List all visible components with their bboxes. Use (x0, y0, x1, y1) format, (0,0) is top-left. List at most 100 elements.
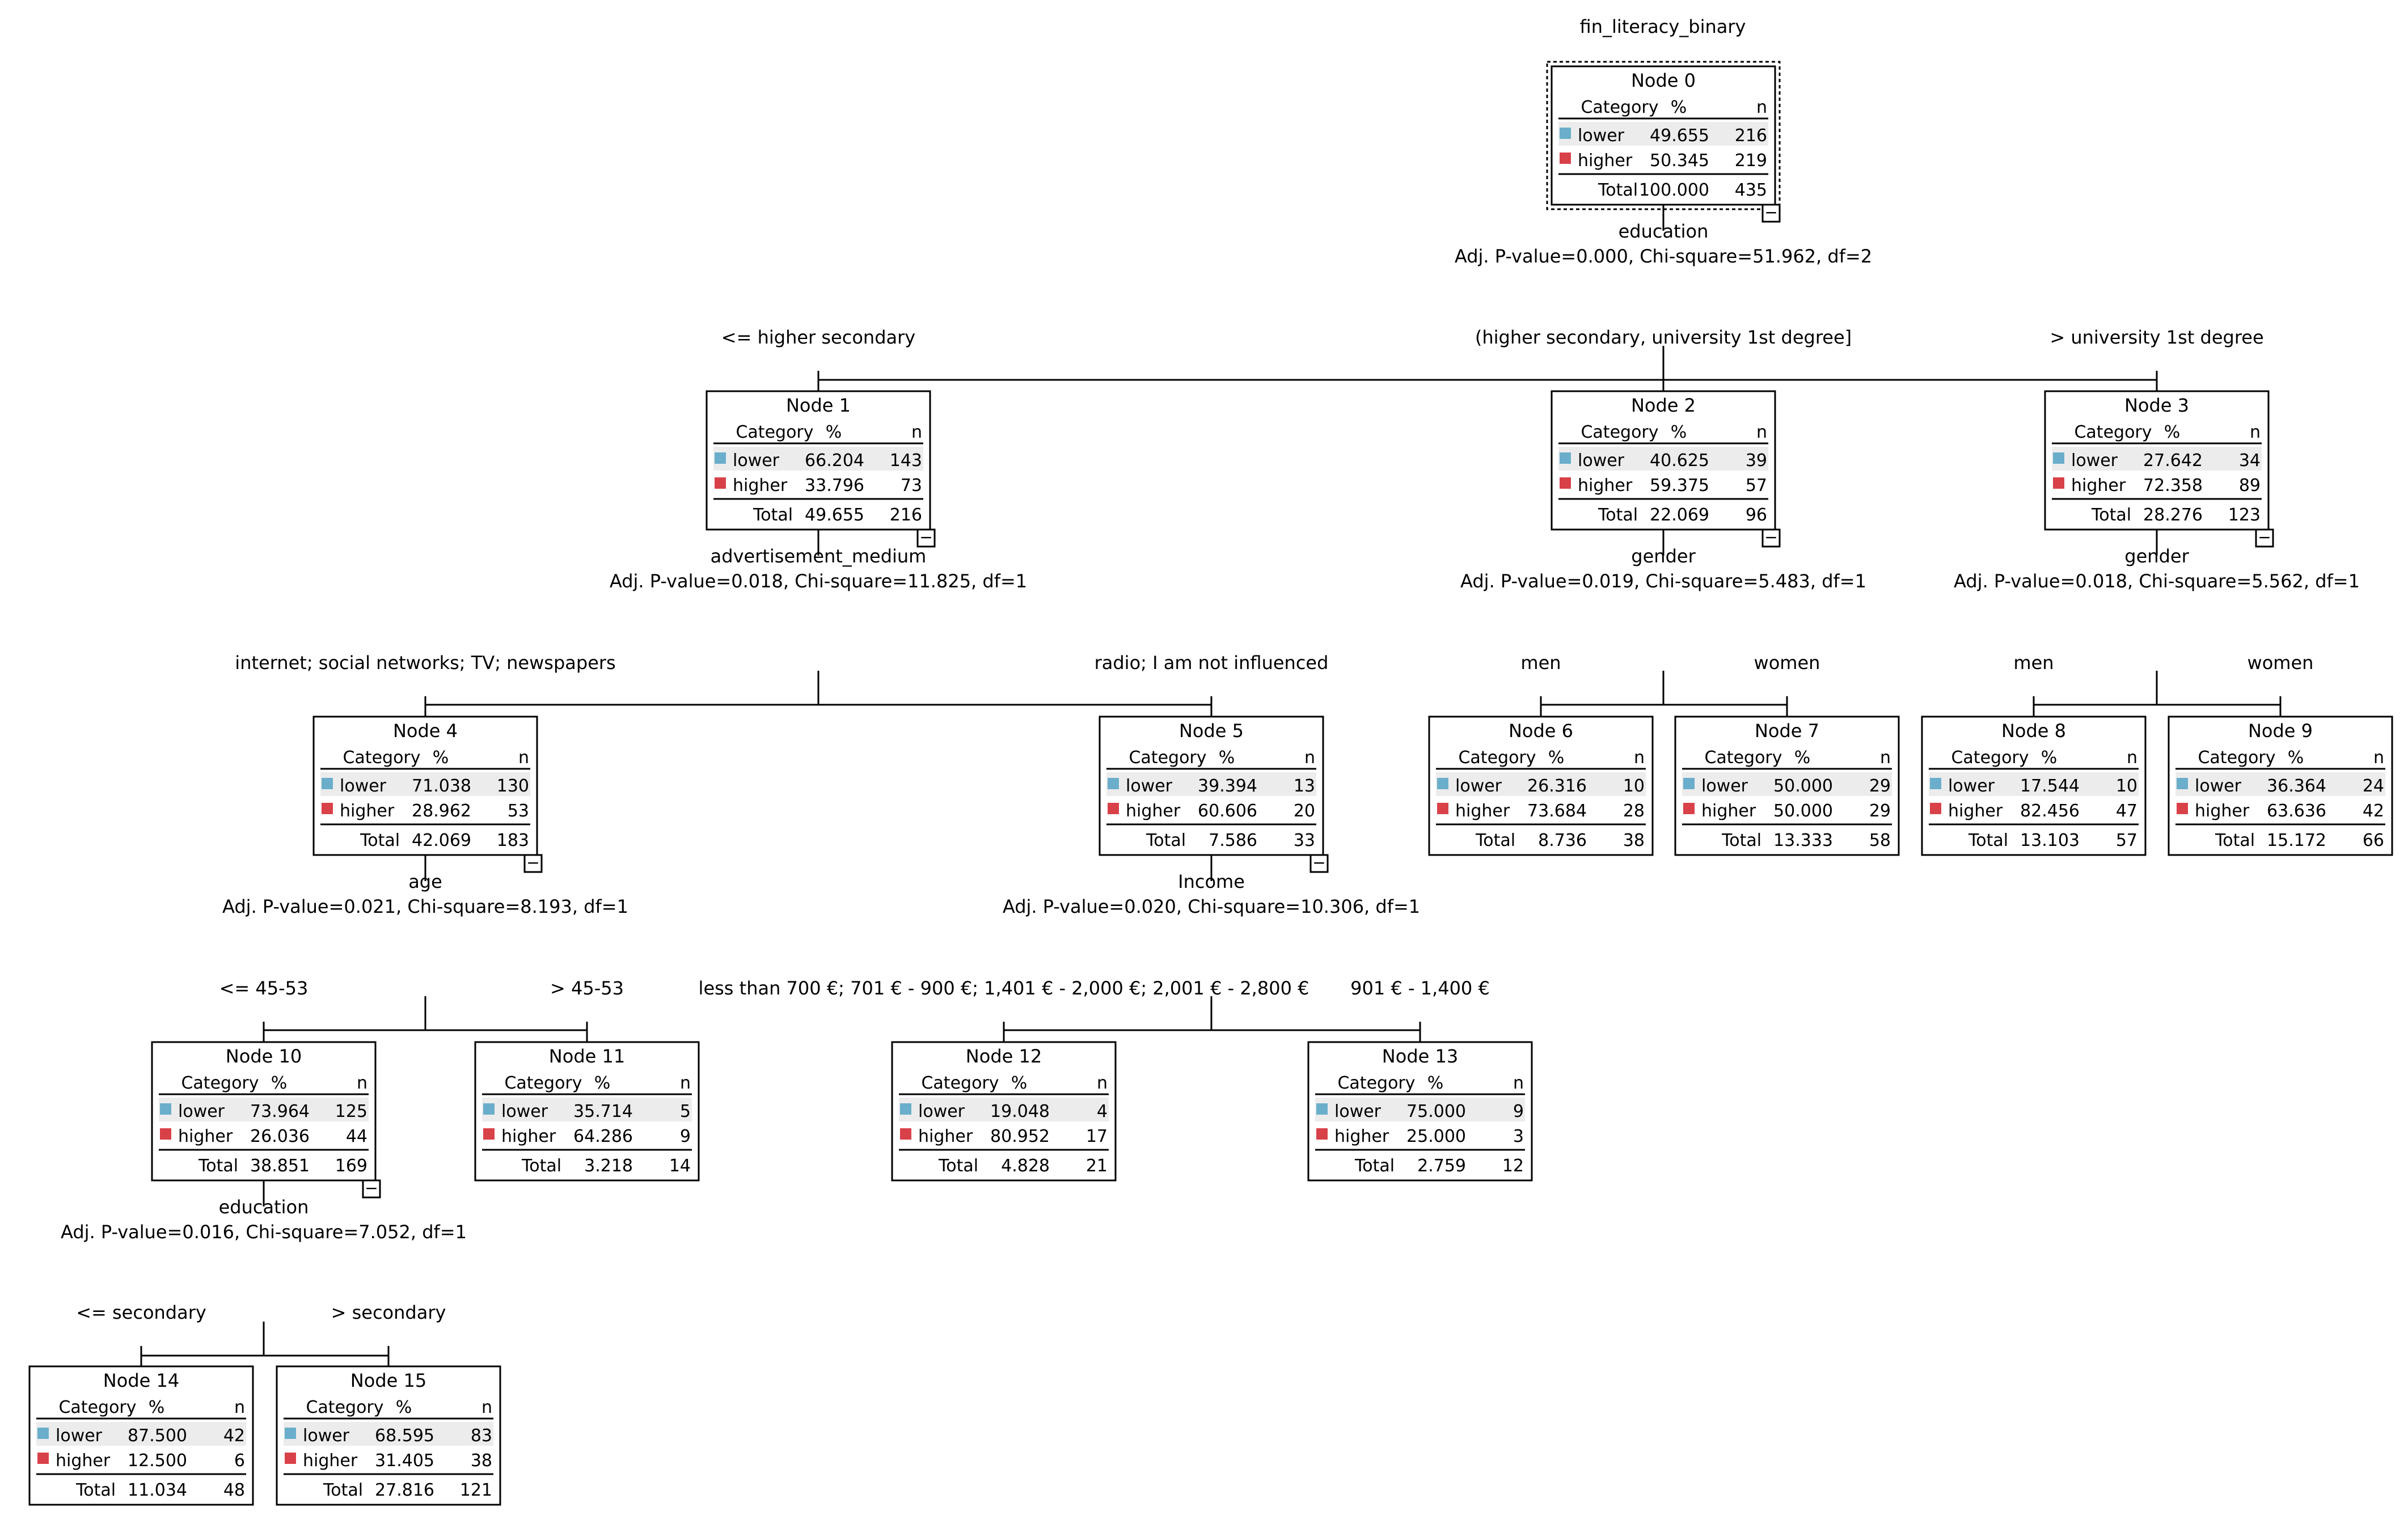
branch-label: <= 45-53 (219, 977, 309, 999)
category-label: higher (303, 1451, 358, 1471)
total-count: 48 (223, 1480, 245, 1500)
category-percent: 50.000 (1773, 776, 1833, 796)
category-color-swatch (285, 1428, 296, 1439)
category-label: higher (918, 1127, 973, 1146)
header-percent: % (396, 1398, 412, 1417)
category-percent: 35.714 (573, 1102, 633, 1121)
category-label: lower (1578, 451, 1625, 471)
node-title: Node 13 (1382, 1045, 1458, 1067)
collapse-toggle[interactable]: − (1761, 528, 1781, 548)
collapse-toggle[interactable]: − (523, 853, 543, 873)
category-count: 5 (680, 1102, 691, 1121)
category-color-swatch (900, 1128, 911, 1140)
node-title: Node 5 (1179, 720, 1244, 742)
category-count: 143 (890, 451, 922, 471)
header-percent: % (1219, 748, 1235, 768)
total-percent: 7.586 (1209, 831, 1257, 850)
category-color-swatch (285, 1453, 296, 1464)
category-count: 34 (2239, 451, 2261, 471)
category-label: lower (918, 1102, 965, 1121)
header-percent: % (826, 422, 842, 442)
collapse-toggle[interactable]: − (362, 1179, 381, 1199)
collapse-toggle[interactable]: − (916, 528, 936, 548)
category-label: higher (1334, 1127, 1389, 1146)
node-title: Node 4 (393, 720, 458, 742)
category-percent: 25.000 (1406, 1127, 1466, 1146)
header-category: Category (2074, 422, 2152, 442)
node-title: Node 11 (549, 1045, 625, 1067)
category-color-swatch (1108, 778, 1119, 789)
category-color-swatch (1316, 1128, 1328, 1140)
category-count: 3 (1513, 1127, 1524, 1146)
header-n: n (1513, 1073, 1524, 1093)
header-n: n (2373, 748, 2384, 768)
category-percent: 73.964 (250, 1102, 310, 1121)
split-variable: advertisement_medium (711, 545, 927, 567)
category-percent: 36.364 (2267, 776, 2326, 796)
collapse-toggle[interactable]: − (2255, 528, 2274, 548)
category-color-swatch (2177, 803, 2188, 814)
category-color-swatch (1930, 778, 1941, 789)
category-percent: 82.456 (2020, 801, 2080, 821)
header-category: Category (504, 1073, 582, 1093)
category-label: lower (1701, 776, 1748, 796)
header-category: Category (1704, 748, 1782, 768)
category-percent: 33.796 (805, 476, 864, 496)
category-count: 10 (2116, 776, 2137, 796)
category-percent: 60.606 (1198, 801, 1257, 821)
total-percent: 11.034 (128, 1480, 187, 1500)
total-count: 96 (1746, 505, 1767, 525)
category-color-swatch (900, 1103, 911, 1115)
header-category: Category (306, 1398, 383, 1417)
category-color-swatch (1560, 153, 1571, 164)
header-category: Category (2198, 748, 2275, 768)
collapse-toggle[interactable]: − (1761, 203, 1781, 223)
category-percent: 39.394 (1198, 776, 1257, 796)
category-percent: 40.625 (1650, 451, 1709, 471)
category-color-swatch (1437, 778, 1448, 789)
row-shading (1558, 122, 1768, 146)
category-count: 10 (1623, 776, 1645, 796)
branch-label: women (1754, 652, 1820, 674)
total-percent: 100.000 (1639, 180, 1709, 200)
row-shading (713, 447, 923, 471)
category-color-swatch (2053, 477, 2064, 489)
total-count: 66 (2363, 831, 2384, 850)
category-percent: 26.036 (250, 1127, 310, 1146)
row-shading (2175, 772, 2385, 796)
header-category: Category (1581, 98, 1658, 117)
collapse-toggle[interactable]: − (1309, 853, 1329, 873)
category-count: 24 (2363, 776, 2384, 796)
category-label: lower (340, 776, 387, 796)
collapse-icon: − (526, 853, 539, 872)
category-percent: 68.595 (375, 1426, 434, 1446)
category-label: higher (1455, 801, 1510, 821)
total-percent: 13.103 (2020, 831, 2080, 850)
category-color-swatch (483, 1103, 495, 1115)
category-percent: 26.316 (1527, 776, 1587, 796)
category-label: lower (501, 1102, 548, 1121)
total-label: Total (1598, 180, 1638, 200)
split-variable: age (408, 871, 442, 892)
category-count: 20 (1294, 801, 1315, 821)
category-percent: 31.405 (375, 1451, 434, 1471)
category-color-swatch (1560, 477, 1571, 489)
collapse-icon: − (1764, 528, 1777, 547)
category-count: 28 (1623, 801, 1645, 821)
